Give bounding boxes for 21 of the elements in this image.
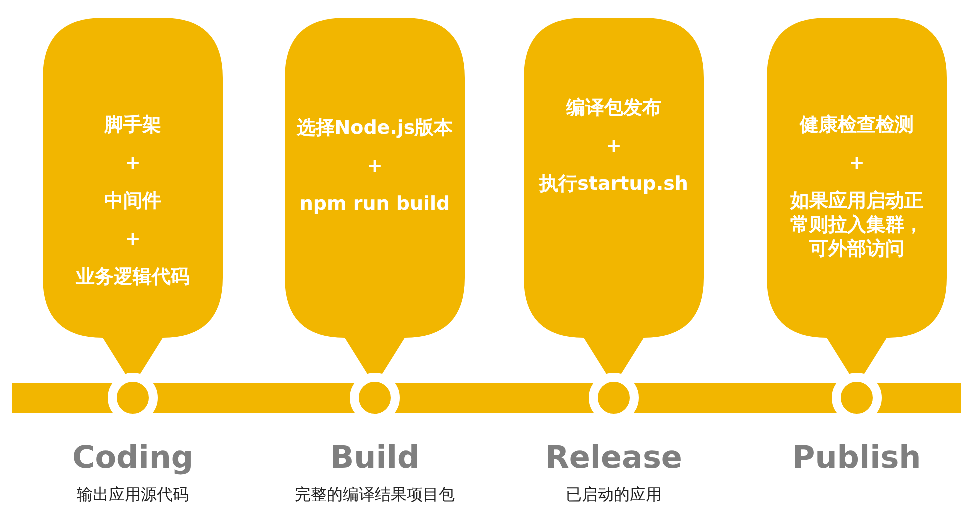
plus-sign: +: [125, 151, 141, 175]
stage-title: Build: [330, 440, 420, 476]
stage-title: Release: [546, 440, 682, 476]
step-text: 如果应用启动正常则拉入集群，可外部访问: [789, 189, 924, 261]
step-text: 脚手架: [104, 113, 162, 137]
plus-sign: +: [367, 154, 383, 178]
stage-description: 输出应用源代码: [77, 485, 189, 505]
step-text: 业务逻辑代码: [76, 265, 190, 289]
stage-description: 完整的编译结果项目包: [295, 485, 455, 505]
plus-sign: +: [606, 134, 622, 158]
plus-sign: +: [849, 151, 865, 175]
step-text: 健康检查检测: [800, 113, 914, 137]
step-text: 选择Node.js版本: [296, 116, 454, 140]
step-text: 编译包发布: [566, 96, 662, 120]
stage-title: Coding: [72, 440, 194, 476]
stage-title: Publish: [792, 440, 922, 476]
step-text: 中间件: [104, 189, 162, 213]
stage-description: 已启动的应用: [566, 485, 662, 505]
step-text: 执行startup.sh: [540, 172, 688, 196]
step-text: npm run build: [300, 192, 450, 216]
plus-sign: +: [125, 227, 141, 251]
